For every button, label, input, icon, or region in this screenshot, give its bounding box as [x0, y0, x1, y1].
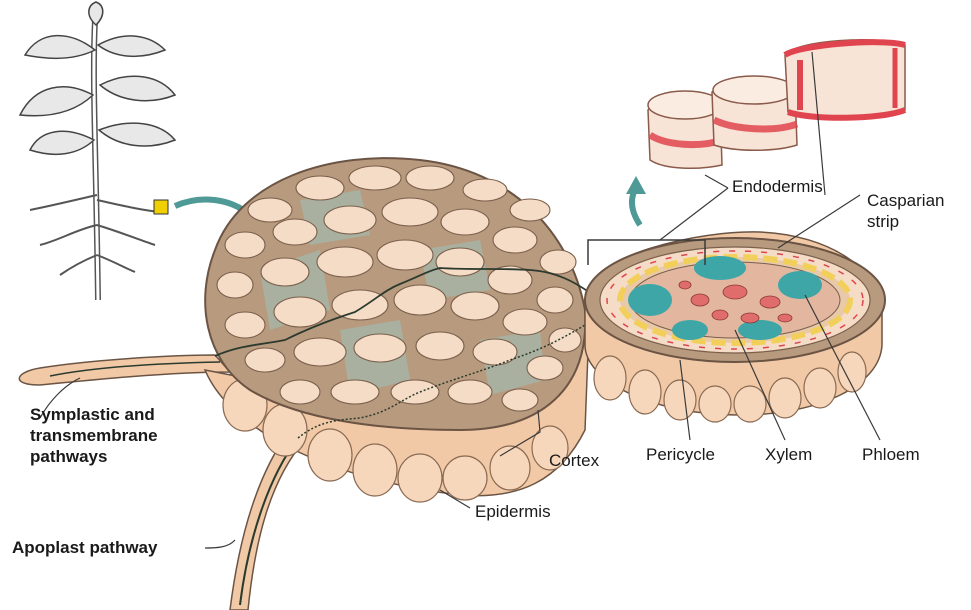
label-pericycle: Pericycle: [646, 445, 715, 464]
label-apoplast: Apoplast pathway: [12, 538, 158, 557]
label-casparian-line2: strip: [867, 212, 899, 231]
label-symplastic-line2: transmembrane: [30, 426, 158, 445]
label-endodermis: Endodermis: [732, 177, 823, 196]
root-hair-lower: [230, 430, 305, 610]
label-cortex: Cortex: [549, 451, 600, 470]
cortex-tissue-block: [205, 158, 600, 502]
endodermis-cells-closeup: [648, 40, 905, 168]
label-casparian-line1: Casparian: [867, 191, 945, 210]
root-hair-upper: [19, 355, 230, 385]
label-xylem: Xylem: [765, 445, 812, 464]
vascular-cylinder: [585, 232, 885, 422]
zoom-up-arrow-head: [626, 176, 646, 194]
label-symplastic-line1: Symplastic and: [30, 405, 155, 424]
label-epidermis: Epidermis: [475, 502, 551, 521]
plant-sketch-icon: [20, 2, 175, 300]
label-phloem: Phloem: [862, 445, 920, 464]
label-symplastic-line3: pathways: [30, 447, 107, 466]
zoom-box: [154, 200, 168, 214]
